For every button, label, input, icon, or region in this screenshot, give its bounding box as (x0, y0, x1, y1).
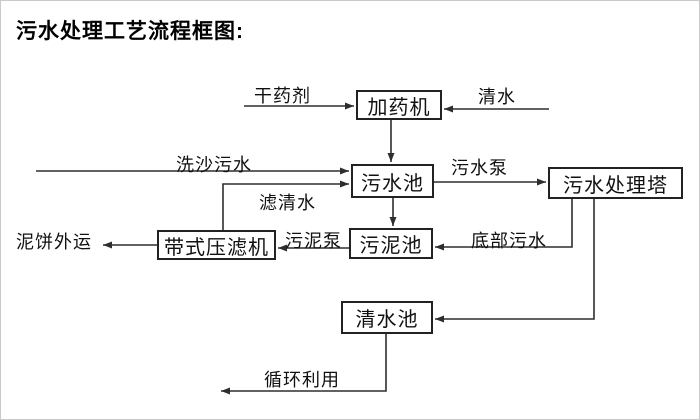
arrow-tower-to-clean-water-pool (435, 199, 595, 323)
arrow-bottom-sewage-tower-to-sludge-pool (435, 199, 573, 251)
label-sand-washing-sewage: 洗沙污水 (176, 155, 252, 175)
node-sewage-treatment-tower: 污水处理塔 (548, 167, 683, 199)
arrow-clean-water-pool-to-recycling (221, 334, 387, 395)
node-clean-water-pool: 清水池 (341, 301, 433, 334)
label-recycling: 循环利用 (264, 370, 340, 390)
label-mud-cake-outbound: 泥饼外运 (16, 232, 92, 252)
label-bottom-sewage: 底部污水 (471, 231, 547, 251)
arrow-filtered-water-belt-press-to-sewage-pool (222, 180, 349, 230)
label-sludge-pump: 污泥泵 (285, 231, 342, 251)
node-sludge-pool: 污泥池 (349, 228, 433, 259)
label-clean-water: 清水 (478, 87, 516, 107)
node-sewage-pool: 污水池 (351, 164, 434, 198)
diagram-title: 污水处理工艺流程框图: (16, 20, 244, 43)
label-sewage-pump: 污水泵 (451, 158, 508, 178)
node-belt-filter-press: 带式压滤机 (157, 230, 276, 260)
node-dosing-machine: 加药机 (356, 90, 442, 120)
label-dry-chemical: 干药剂 (254, 86, 311, 106)
label-filtered-water: 滤清水 (259, 193, 316, 213)
